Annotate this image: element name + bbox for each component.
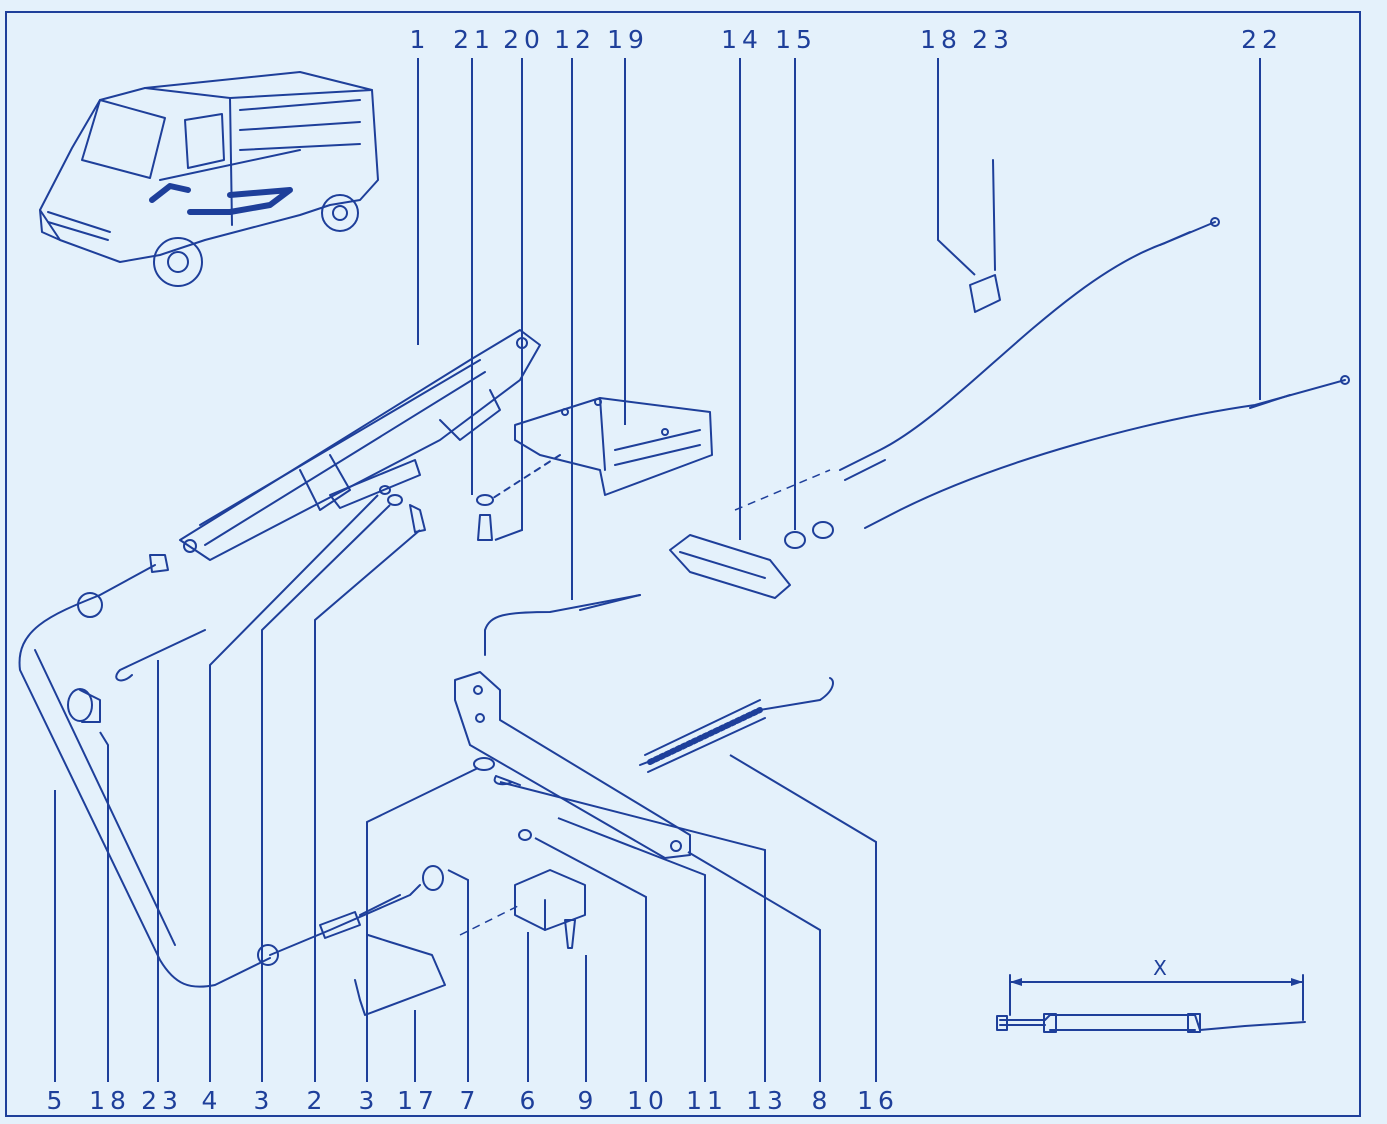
callout-bottom-8: 8 bbox=[811, 1086, 833, 1115]
callout-bottom-18: 18 bbox=[89, 1086, 131, 1115]
callout-top-12: 12 bbox=[554, 25, 596, 54]
callout-bottom-9: 9 bbox=[577, 1086, 599, 1115]
callout-top-1: 1 bbox=[409, 25, 431, 54]
callout-top-20: 20 bbox=[503, 25, 545, 54]
hand-brake-lever bbox=[179, 329, 541, 561]
rear-cables bbox=[839, 217, 1350, 529]
callout-top-19: 19 bbox=[607, 25, 649, 54]
intermediate-lever bbox=[454, 671, 691, 859]
callout-top-18: 18 bbox=[920, 25, 962, 54]
van-illustration bbox=[39, 71, 379, 287]
callout-bottom-2: 2 bbox=[306, 1086, 328, 1115]
callout-top-15: 15 bbox=[775, 25, 817, 54]
callout-bottom-10: 10 bbox=[627, 1086, 669, 1115]
callout-bottom-4: 4 bbox=[201, 1086, 223, 1115]
pull-rod bbox=[484, 594, 641, 656]
callout-bottom-23: 23 bbox=[141, 1086, 183, 1115]
callout-top-14: 14 bbox=[721, 25, 763, 54]
callout-bottom-13: 13 bbox=[746, 1086, 788, 1115]
callout-top-22: 22 bbox=[1241, 25, 1283, 54]
equaliser bbox=[669, 469, 834, 599]
cable-length-inset bbox=[996, 974, 1306, 1033]
callout-bottom-3a: 3 bbox=[253, 1086, 275, 1115]
callout-bottom-3b: 3 bbox=[358, 1086, 380, 1115]
return-spring bbox=[639, 677, 834, 773]
lever-small-parts bbox=[379, 485, 426, 533]
lower-bracket bbox=[459, 829, 586, 949]
bolt-and-washer bbox=[476, 454, 561, 541]
cover-plate bbox=[354, 934, 446, 1016]
callout-top-23: 23 bbox=[972, 25, 1014, 54]
diagram-border bbox=[5, 11, 1361, 1117]
leader-lines-bottom bbox=[54, 494, 877, 1082]
callout-bottom-7: 7 bbox=[459, 1086, 481, 1115]
callout-top-21: 21 bbox=[453, 25, 495, 54]
callout-bottom-17: 17 bbox=[397, 1086, 439, 1115]
callout-bottom-6: 6 bbox=[519, 1086, 541, 1115]
callout-bottom-11: 11 bbox=[686, 1086, 728, 1115]
washer-and-pin bbox=[473, 757, 521, 786]
cable-clip-top bbox=[969, 159, 1001, 313]
leader-lines-top bbox=[417, 58, 1261, 600]
floor-bracket bbox=[514, 397, 713, 496]
callout-bottom-16: 16 bbox=[857, 1086, 899, 1115]
cable-clip-bottom bbox=[67, 629, 206, 723]
callout-bottom-5: 5 bbox=[46, 1086, 68, 1115]
front-cable bbox=[18, 554, 444, 988]
dimension-x-label: X bbox=[1153, 956, 1167, 980]
